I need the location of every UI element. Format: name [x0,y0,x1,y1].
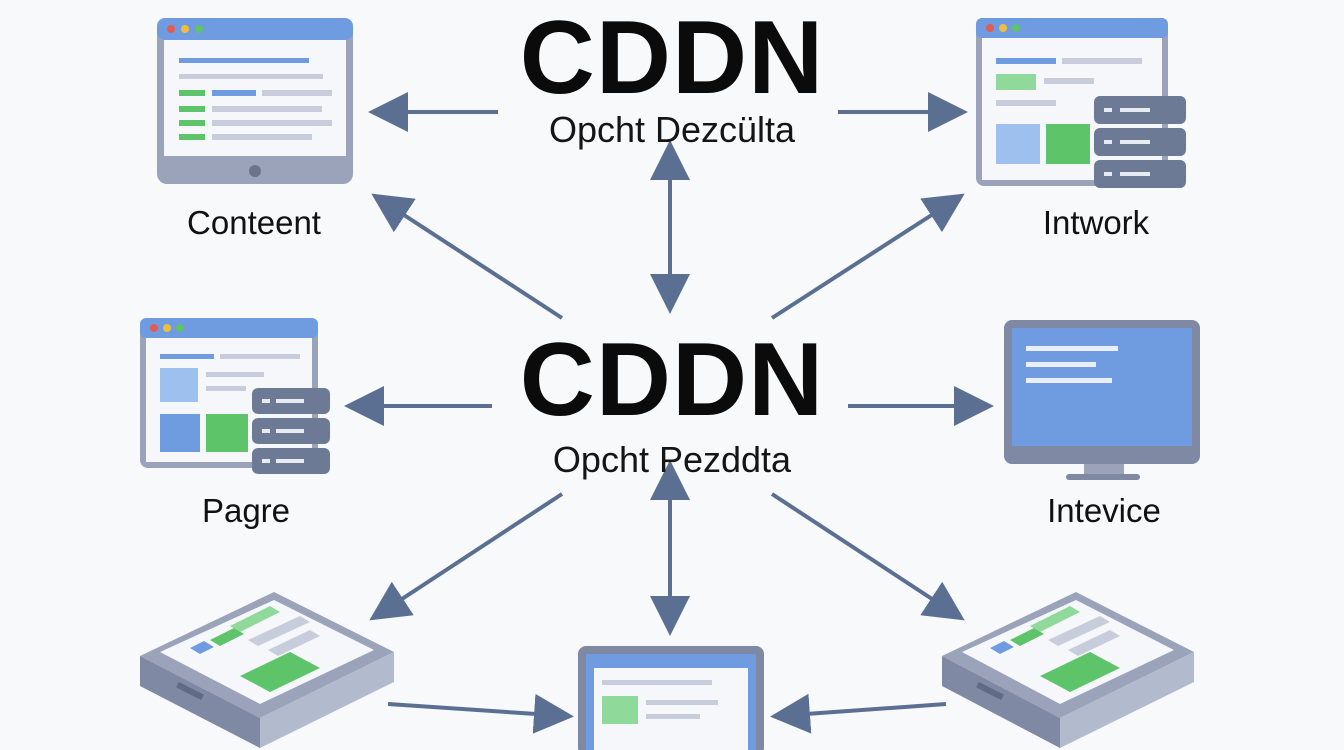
arrow-bottom-left-to-bottom-center [387,693,574,734]
server-tray-icon [942,592,1194,748]
arrow-center-to-content [371,193,564,320]
arrow-center-to-bottom-left [369,492,564,621]
arrow-center-to-network [770,193,965,320]
monitor-icon [1004,320,1200,480]
browser-server-icon [140,318,330,474]
tablet-icon [578,646,764,750]
connections [344,92,994,734]
top-node-subtitle: Opcht Dezcülta [548,109,796,150]
browser-window-icon [157,18,353,184]
arrow-bottom-right-to-bottom-center [770,693,947,734]
center-node-title: CDDN [519,322,825,438]
center-node-subtitle: Opcht Pezddta [552,439,792,480]
server-tray-icon [140,592,394,748]
arrow-center-to-bottom-right [770,492,965,621]
node-label-network: Intwork [1042,204,1150,241]
node-label-page: Pagre [201,492,291,529]
browser-server-icon [976,18,1186,188]
top-node-title: CDDN [519,0,825,116]
node-label-content: Conteent [187,204,321,241]
node-label-device: Intevice [1047,492,1161,529]
